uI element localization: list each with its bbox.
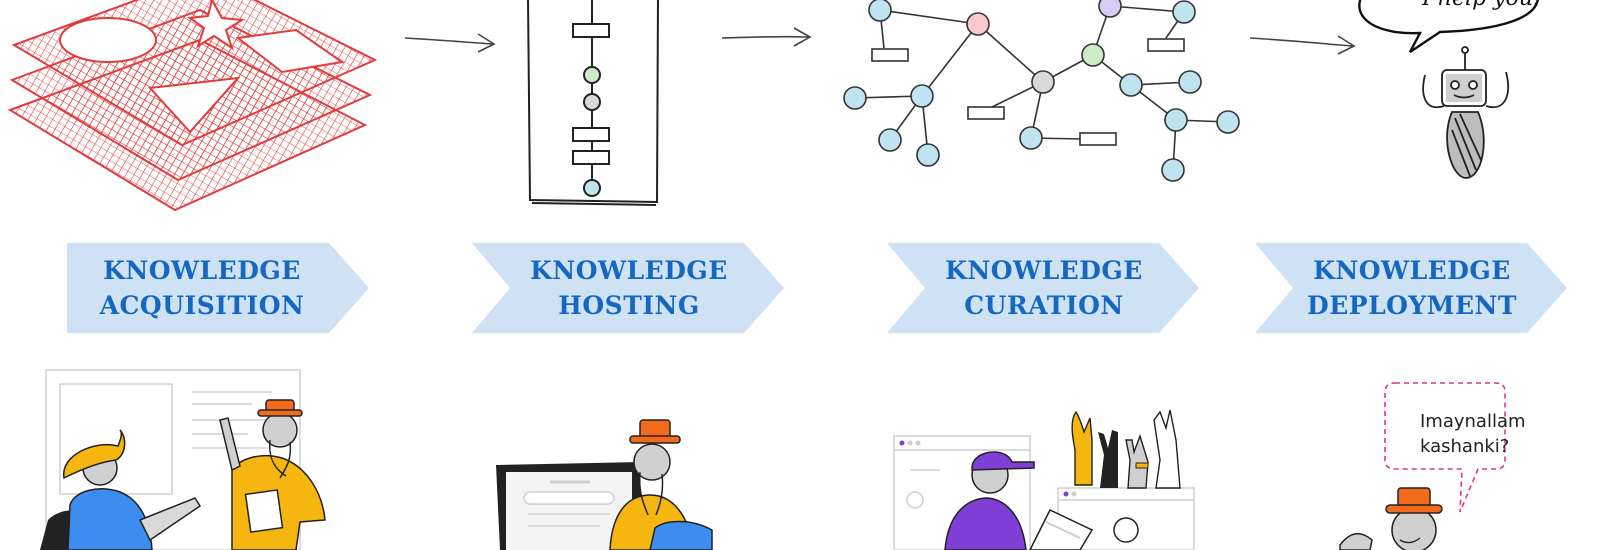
knowledge-graph-icon (843, 0, 1240, 182)
chevron-shape (472, 243, 784, 333)
stage-knowledge-acquisition: KNOWLEDGE ACQUISITION (67, 243, 372, 333)
chevron-shape (67, 243, 369, 333)
robot-icon (1422, 46, 1509, 179)
bubble-speech-frame (1384, 382, 1506, 513)
stage-label: KNOWLEDGE ACQUISITION (67, 243, 337, 333)
flow-arrow-1 (404, 33, 496, 53)
stage-label: KNOWLEDGE CURATION (919, 243, 1169, 333)
robot-speech-text: I help you! (1412, 0, 1552, 11)
stage-label-line2: ACQUISITION (99, 291, 305, 320)
chevron-shape (887, 243, 1199, 333)
stage-label-line1: KNOWLEDGE (103, 256, 301, 285)
people-meeting-illustration (40, 369, 326, 550)
stage-label-line1: KNOWLEDGE (945, 256, 1143, 285)
raised-hands-illustration (893, 409, 1195, 550)
stage-knowledge-hosting: KNOWLEDGE HOSTING (472, 243, 784, 333)
stage-label: KNOWLEDGE DEPLOYMENT (1287, 243, 1537, 333)
stage-label-line1: KNOWLEDGE (530, 256, 728, 285)
stage-label-line2: HOSTING (558, 291, 700, 320)
stage-label: KNOWLEDGE HOSTING (504, 243, 754, 333)
vertical-flowchart-icon (527, 0, 659, 206)
robot-speech-bubble (1358, 0, 1539, 53)
stage-label-line2: DEPLOYMENT (1307, 291, 1517, 320)
bubble-speech-line2: kashanki? (1420, 436, 1510, 457)
flow-arrow-3 (1249, 35, 1356, 55)
flow-arrow-2 (721, 27, 812, 47)
person-at-computer-illustration (496, 419, 713, 550)
stage-knowledge-curation: KNOWLEDGE CURATION (887, 243, 1199, 333)
bubble-speech-text: Imaynallam kashanki? (1420, 409, 1540, 459)
chevron-shape (1255, 243, 1567, 333)
layered-shapes-sketch-icon (7, 0, 378, 212)
stage-label-line2: CURATION (964, 291, 1124, 320)
stage-knowledge-deployment: KNOWLEDGE DEPLOYMENT (1255, 243, 1567, 333)
stage-label-line1: KNOWLEDGE (1313, 256, 1511, 285)
bubble-speech-line1: Imaynallam (1420, 411, 1526, 432)
person-speech-illustration (1339, 487, 1443, 550)
